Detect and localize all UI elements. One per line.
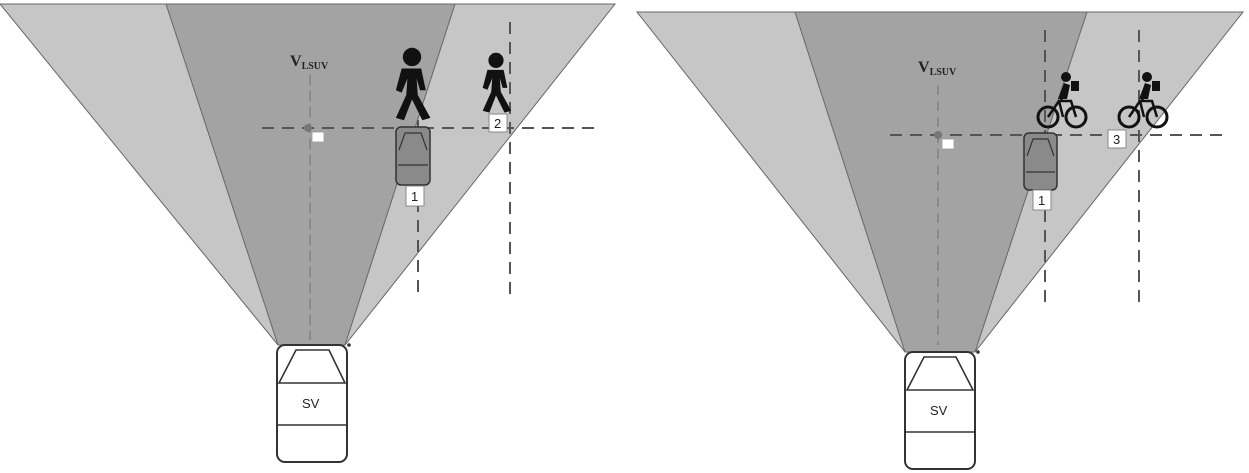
right-origin-dot xyxy=(934,131,942,139)
left-origin-marker xyxy=(311,131,325,143)
right-subject-vehicle-label: SV xyxy=(930,403,948,418)
right-marker-3: 3 xyxy=(1113,132,1120,147)
left-origin-dot xyxy=(304,124,312,132)
left-subject-vehicle-label: SV xyxy=(302,396,320,411)
right-marker-1: 1 xyxy=(1038,193,1045,208)
left-panel: VLSUV 1 2 SV xyxy=(0,3,617,463)
left-marker-1-box xyxy=(405,185,425,207)
right-marker-1-box xyxy=(1032,189,1052,211)
right-marker-3-box xyxy=(1107,129,1127,149)
left-velocity-label: VLSUV xyxy=(290,53,329,72)
right-lead-vehicle xyxy=(1023,132,1058,191)
right-origin-marker xyxy=(941,138,955,150)
left-lead-vehicle xyxy=(395,126,431,186)
left-marker-1: 1 xyxy=(411,189,418,204)
right-inner-sensor-fov xyxy=(794,11,1088,353)
right-subject-vehicle xyxy=(904,350,980,470)
left-subject-vehicle xyxy=(276,343,351,463)
left-marker-2: 2 xyxy=(494,116,501,131)
right-velocity-label: VLSUV xyxy=(918,59,957,78)
left-marker-2-box xyxy=(488,113,508,133)
right-panel: VLSUV 1 3 SV xyxy=(635,11,1245,470)
